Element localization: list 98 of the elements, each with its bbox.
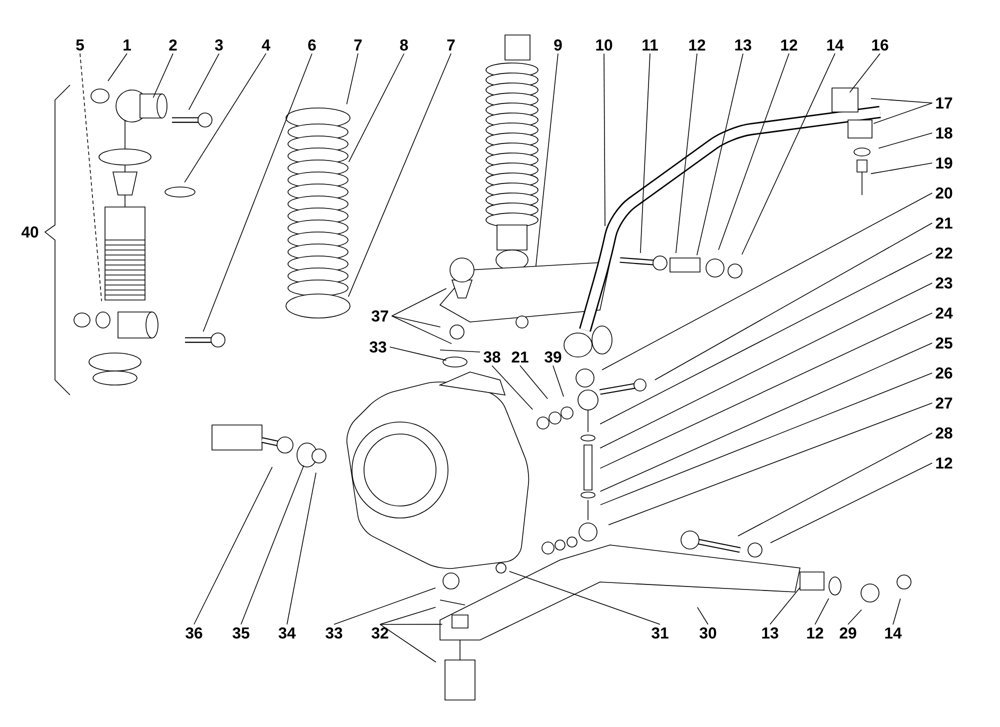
callout-number: 31 xyxy=(652,627,668,639)
leader-line xyxy=(108,53,128,82)
callout-number: 6 xyxy=(308,39,316,51)
leader-line xyxy=(492,365,533,410)
callout-number: 10 xyxy=(596,39,612,51)
leader-line xyxy=(391,316,441,328)
leader-line xyxy=(508,571,660,625)
callout-number: 33 xyxy=(326,627,342,639)
leader-line xyxy=(738,432,933,536)
callout-number: 12 xyxy=(936,457,952,469)
leader-line xyxy=(380,624,436,662)
callout-number: 21 xyxy=(512,351,528,363)
leader-line xyxy=(391,316,452,344)
leader-line xyxy=(878,132,933,149)
leader-line xyxy=(870,162,933,174)
callout-number: 34 xyxy=(278,627,296,639)
leader-line xyxy=(604,53,606,226)
callout-number: 36 xyxy=(186,627,202,639)
leader-line xyxy=(696,53,744,256)
leader-line xyxy=(676,53,698,254)
callout-number: 23 xyxy=(936,277,952,289)
callout-number: 13 xyxy=(762,627,778,639)
leader-line xyxy=(286,472,316,625)
leader-line xyxy=(348,53,452,298)
callout-number: 2 xyxy=(169,39,177,51)
leader-line xyxy=(389,346,447,361)
leader-line xyxy=(600,282,933,448)
leader-line xyxy=(848,609,862,625)
leader-line xyxy=(391,288,447,316)
callout-number: 21 xyxy=(936,217,952,229)
callout-number: 26 xyxy=(936,367,952,379)
callout-number: 13 xyxy=(735,39,752,51)
callout-number: 4 xyxy=(262,40,270,50)
leader-line xyxy=(380,624,443,625)
leader-line xyxy=(770,587,800,625)
callout-number: 17 xyxy=(936,98,952,108)
callout-number: 30 xyxy=(700,627,716,639)
leader-line xyxy=(600,312,933,469)
callout-number: 5 xyxy=(76,39,84,51)
leader-line xyxy=(873,102,933,124)
leader-line xyxy=(697,606,708,625)
leader-line xyxy=(600,342,933,492)
callout-number: 20 xyxy=(936,187,952,199)
leader-line xyxy=(718,53,790,250)
leader-line xyxy=(770,462,933,544)
leader-line xyxy=(742,53,836,255)
callout-number: 24 xyxy=(936,307,953,319)
leader-line xyxy=(348,53,404,162)
leader-line xyxy=(184,53,266,183)
leader-line xyxy=(346,53,358,105)
callout-number: 3 xyxy=(214,39,223,51)
callout-number: 8 xyxy=(400,39,408,51)
leader-line xyxy=(600,252,933,424)
callout-number: 11 xyxy=(642,40,658,50)
leader-line xyxy=(240,465,304,625)
callout-number: 39 xyxy=(544,351,562,363)
leader-line xyxy=(194,466,273,625)
leader-line xyxy=(334,588,436,625)
callout-number: 25 xyxy=(936,337,952,349)
leader-line xyxy=(892,598,901,625)
leader-line xyxy=(870,98,933,104)
leader-line xyxy=(654,222,933,380)
callout-number: 27 xyxy=(936,397,952,409)
leader-line xyxy=(608,402,933,526)
leader-line xyxy=(152,53,174,98)
callout-number: 37 xyxy=(372,310,388,322)
leader-line xyxy=(849,53,880,93)
leader-line xyxy=(640,53,650,254)
leader-line xyxy=(602,192,933,370)
callout-number: 1 xyxy=(124,40,131,50)
leader-line xyxy=(552,365,564,397)
callout-number: 7 xyxy=(447,40,455,50)
callout-number: 18 xyxy=(936,127,952,139)
callout-number: 22 xyxy=(936,247,952,259)
leader-line xyxy=(520,365,548,400)
callout-number: 32 xyxy=(372,627,388,639)
callout-number: 28 xyxy=(936,427,952,439)
leader-line xyxy=(202,53,312,332)
callout-number: 29 xyxy=(840,627,856,639)
callout-number: 14 xyxy=(885,628,902,638)
leader-line xyxy=(188,53,220,110)
callout-number: 16 xyxy=(872,39,888,51)
callout-number: 12 xyxy=(807,627,824,639)
callout-number: 14 xyxy=(827,40,844,50)
leader-line xyxy=(814,598,830,625)
callout-number: 19 xyxy=(936,157,952,169)
leader-line xyxy=(600,372,933,506)
callout-number: 40 xyxy=(21,226,38,238)
callout-number: 7 xyxy=(354,40,362,50)
callout-number: 35 xyxy=(232,627,250,639)
callout-number: 12 xyxy=(689,39,706,51)
callout-number: 9 xyxy=(554,39,562,51)
callout-number: 33 xyxy=(370,341,386,353)
callout-number: 12 xyxy=(781,39,798,51)
leader-line xyxy=(536,53,558,266)
leader-line xyxy=(380,606,436,625)
leader-line xyxy=(80,53,102,302)
callout-number: 38 xyxy=(484,351,500,363)
